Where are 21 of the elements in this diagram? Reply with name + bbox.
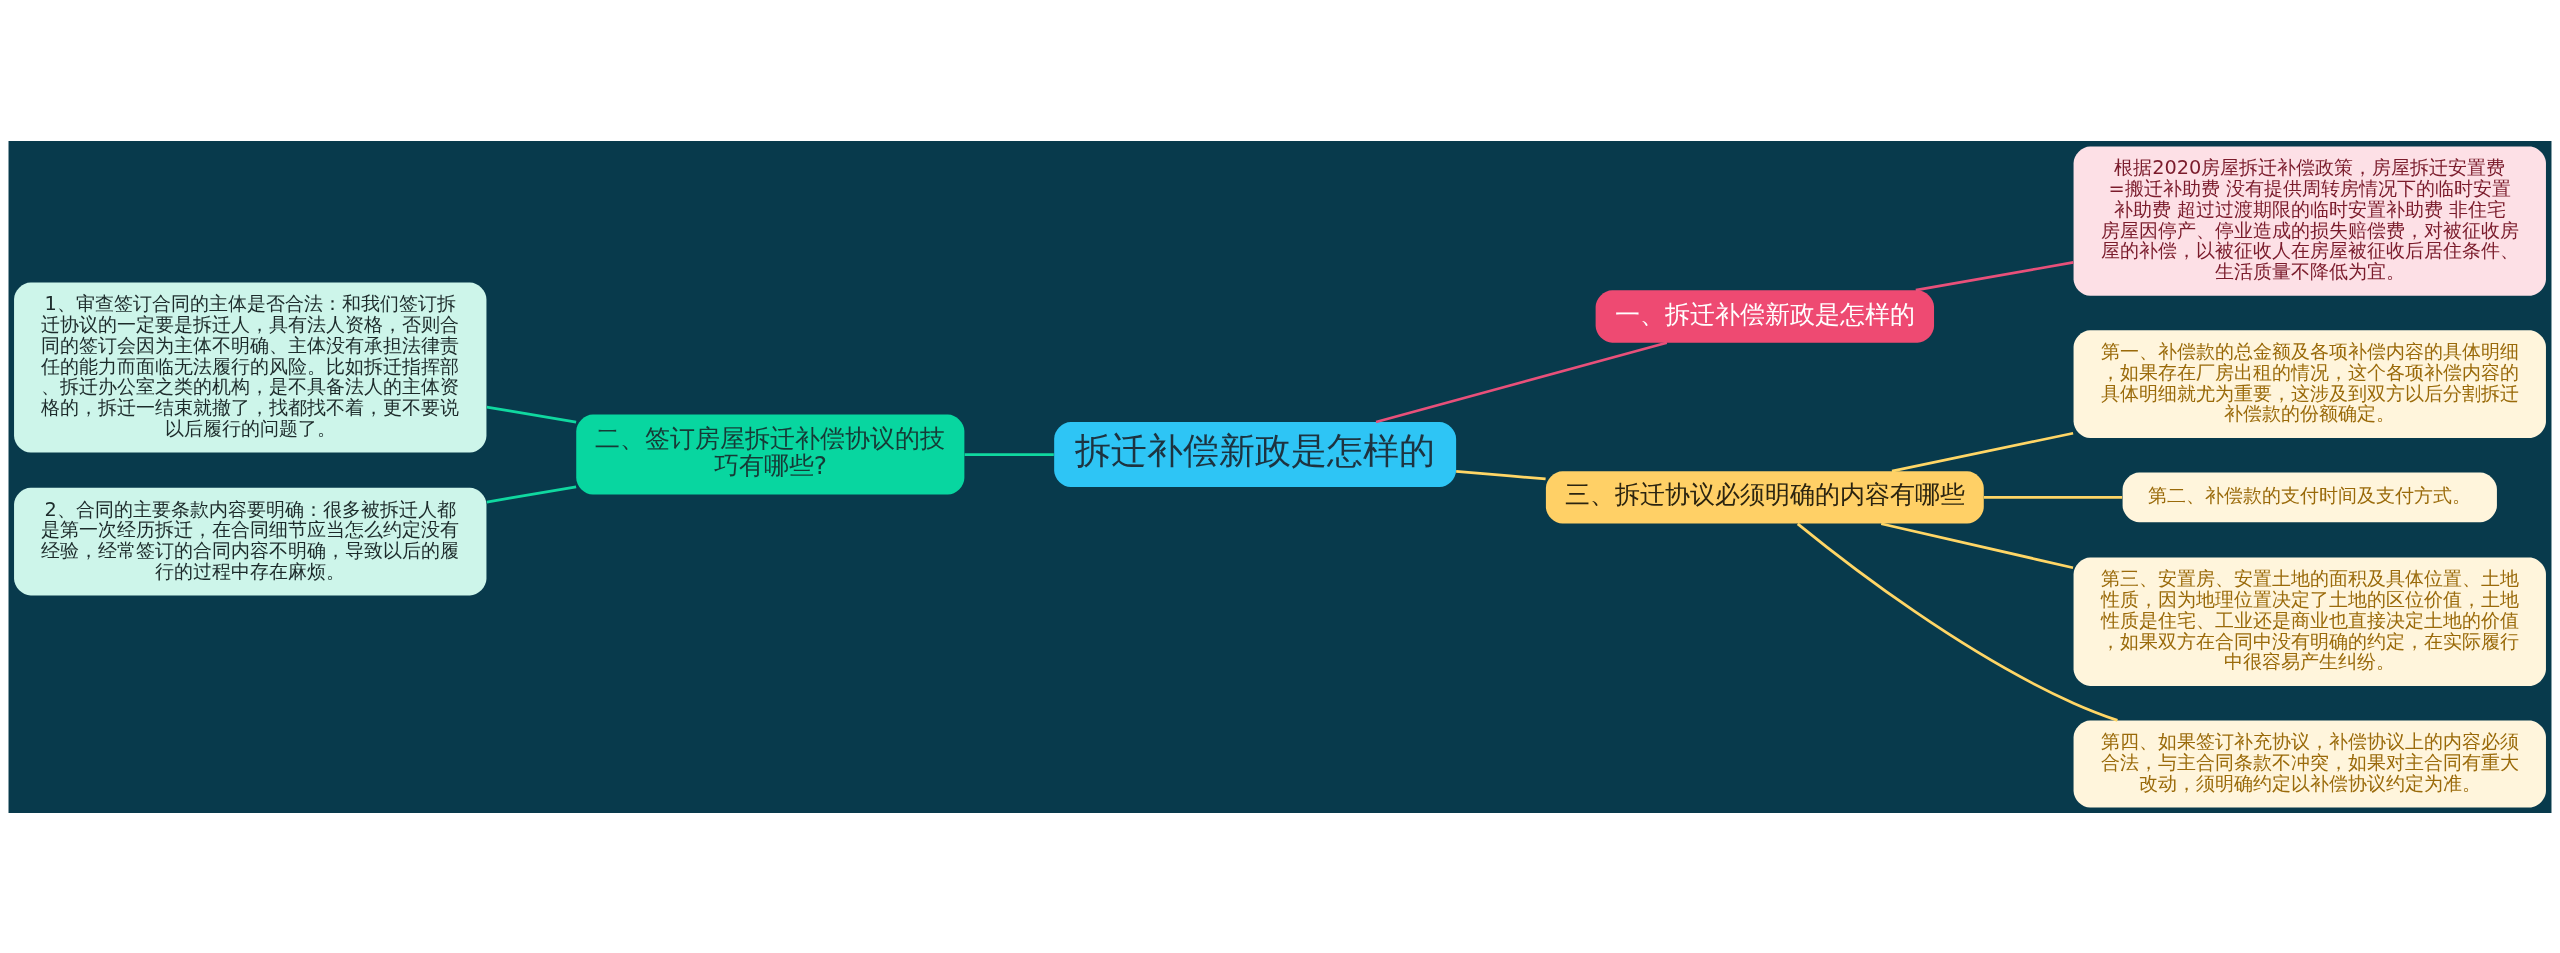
node-box: 第一、补偿款的总金额及各项补偿内容的具体明细，如果存在厂房出租的情况，这个各项补偿内容的具体明细就尤为重要，这涉及到双方以后分割拆迁补偿款的份额确定。 xyxy=(2073,329,2546,438)
connector xyxy=(1984,495,2123,499)
node-box: 三、拆迁协议必须明确的内容有哪些 xyxy=(1545,470,1984,524)
connector xyxy=(1375,340,1668,423)
connector xyxy=(486,485,577,503)
connector xyxy=(486,405,577,423)
connector xyxy=(1456,469,1546,480)
node-box: 第二、补偿款的支付时间及支付方式。 xyxy=(2122,472,2497,522)
node-box: 第四、如果签订补充协议，补偿协议上的内容必须合法，与主合同条款不冲突，如果对主合同有重大改动，须明确约定以补偿协议约定为准。 xyxy=(2073,719,2546,807)
node-box: 根据2020房屋拆迁补偿政策，房屋拆迁安置费=搬迁补助费 没有提供周转房情况下的临时安置补助费 超过过渡期限的临时安置补助费 非住宅房屋因停产、停业造成的损失赔偿费，对被征收房屋的补偿，以被征收人在房屋被征收后居住条件、生活质量不降低为宜。 xyxy=(2073,146,2546,296)
node-box: 2、合同的主要条款内容要明确：很多被拆迁人都是第一次经历拆迁，在合同细节应当怎么约定没有经验，经常签订的合同内容不明确，导致以后的履行的过程中存在麻烦。 xyxy=(14,487,487,595)
node-box: 一、拆迁补偿新政是怎样的 xyxy=(1595,289,1935,343)
node-box: 1、审查签订合同的主体是否合法：和我们签订拆迁协议的一定要是拆迁人，具有法人资格，否则合同的签订会因为主体不明确、主体没有承担法律责任的能力而面临无法履行的风险。比如拆迁指挥部、拆迁办公室之类的机构，是不具备法人的主体资格的，拆迁一结束就撤了，找都找不着，更不要说以后履行的问题了。 xyxy=(14,282,487,452)
connector xyxy=(1891,431,2074,472)
connector xyxy=(1880,521,2074,569)
node-box: 二、签订房屋拆迁补偿协议的技巧有哪些? xyxy=(576,414,965,495)
connector xyxy=(964,452,1054,456)
node-box: 拆迁补偿新政是怎样的 xyxy=(1054,421,1457,487)
node-box: 第三、安置房、安置土地的面积及具体位置、土地性质，因为地理位置决定了土地的区位价值，土地性质是住宅、工业还是商业也直接决定土地的价值，如果双方在合同中没有明确的约定，在实际履行中很容易产生纠纷。 xyxy=(2073,556,2546,686)
connector xyxy=(1915,260,2074,291)
connector xyxy=(1796,522,2118,722)
